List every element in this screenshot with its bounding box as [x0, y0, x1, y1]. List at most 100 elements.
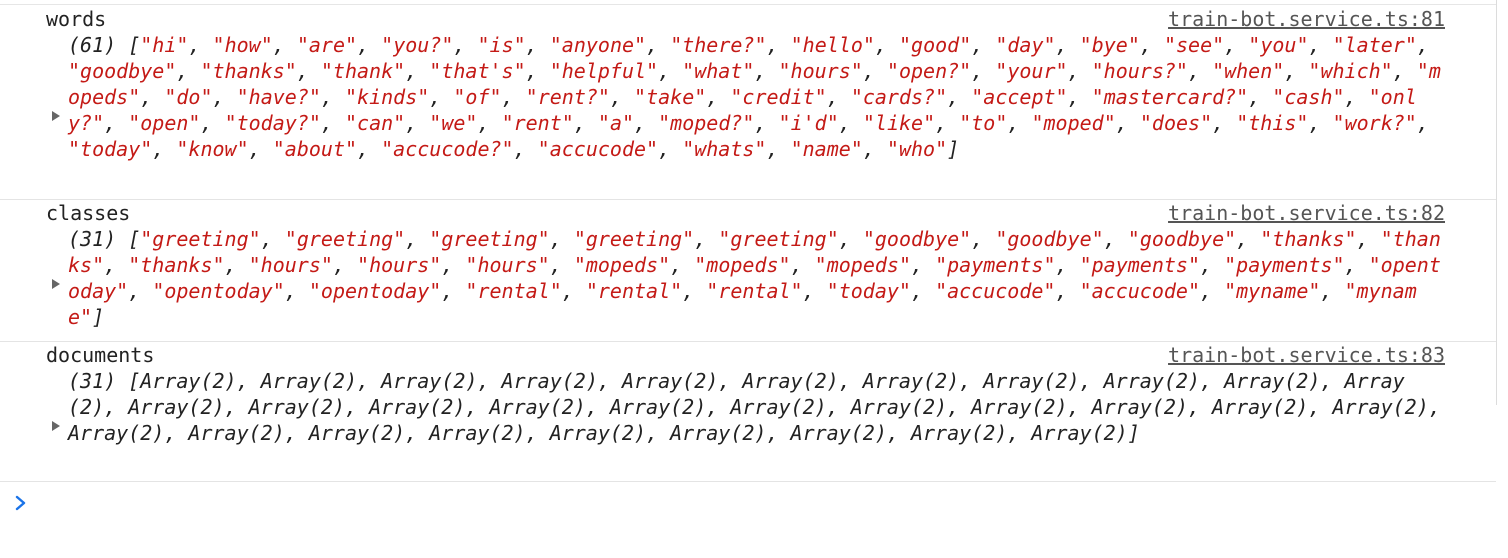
array-string-item: "goodbye" [995, 227, 1104, 251]
array-item: Array(2) [68, 369, 1405, 419]
expand-arrow-icon[interactable] [50, 110, 62, 122]
console-input[interactable] [40, 488, 1484, 516]
array-string-item: "open?" [886, 59, 972, 83]
array-string-item: "can" [344, 111, 406, 135]
array-string-item: "whats" [682, 137, 767, 161]
array-string-item: "accucode" [1079, 279, 1200, 303]
array-item: Array(2) [609, 395, 707, 419]
console-entry-classes: classes train-bot.service.ts:82 (31) ["g… [0, 200, 1496, 342]
array-string-item: "accucode" [935, 279, 1056, 303]
array-item: Array(2) [742, 369, 839, 393]
array-string-item: "credit" [730, 85, 827, 109]
array-string-item: "myname" [68, 279, 1417, 329]
array-string-item: "kinds" [345, 85, 430, 109]
array-string-item: "accucode?" [381, 137, 514, 161]
array-item: Array(2) [381, 369, 478, 393]
array-string-item: "who" [886, 137, 948, 161]
array-string-item: "hours" [357, 253, 442, 277]
array-string-item: "today?" [224, 111, 321, 135]
array-item: Array(2) [260, 369, 358, 393]
array-string-item: "a" [597, 111, 635, 135]
array-string-item: "thanks" [200, 59, 297, 83]
source-link[interactable]: train-bot.service.ts:83 [1168, 343, 1445, 367]
array-count: (31) [68, 369, 129, 393]
array-preview[interactable]: (61) ["hi", "how", "are", "you?", "is", … [68, 33, 1441, 161]
array-string-item: "about" [272, 137, 358, 161]
array-item: Array(2) [1212, 395, 1309, 419]
array-item: Array(2) [862, 369, 960, 393]
array-string-item: "when" [1212, 59, 1285, 83]
array-item: Array(2) [489, 395, 586, 419]
array-string-item: "i'd" [778, 111, 839, 135]
array-string-item: "moped" [1031, 111, 1116, 135]
array-count: (31) [68, 227, 129, 251]
array-string-item: "cards?" [850, 85, 948, 109]
array-string-item: "that's" [429, 59, 526, 83]
array-string-item: "you?" [381, 33, 454, 57]
array-string-item: "later" [1332, 33, 1417, 57]
array-string-item: "greeting" [284, 227, 406, 251]
array-string-item: "name" [790, 137, 863, 161]
array-item: Array(2) [128, 395, 225, 419]
array-string-item: "cash" [1272, 85, 1345, 109]
console-prompt[interactable] [0, 482, 1496, 522]
array-item: Array(2) [910, 421, 1008, 445]
array-string-item: "you" [1248, 33, 1309, 57]
expand-arrow-icon[interactable] [50, 420, 62, 432]
array-string-item: "see" [1163, 33, 1225, 57]
array-item: Array(2) [1103, 369, 1200, 393]
entry-label: words [46, 7, 107, 31]
array-string-item: "accucode" [537, 137, 659, 161]
array-preview[interactable]: (31) [Array(2), Array(2), Array(2), Arra… [68, 369, 1453, 445]
array-string-item: "goodbye" [1127, 227, 1237, 251]
array-string-item: "mastercard?" [1091, 85, 1249, 109]
array-string-item: "goodbye" [68, 59, 177, 83]
array-item: Array(2) [850, 395, 948, 419]
array-item: Array(2) [983, 369, 1080, 393]
array-string-item: "rental" [465, 279, 562, 303]
array-item: Array(2) [971, 395, 1068, 419]
array-string-item: "mopeds" [573, 253, 671, 277]
array-string-item: "hi" [140, 33, 189, 57]
array-string-item: "know" [176, 137, 249, 161]
array-string-item: "greeting" [140, 227, 261, 251]
array-string-item: "there?" [670, 33, 767, 57]
array-string-item: "greeting" [718, 227, 839, 251]
array-string-item: "is" [477, 33, 526, 57]
array-string-item: "thanks" [68, 227, 1441, 277]
array-string-item: "greeting" [573, 227, 695, 251]
array-string-item: "rent" [501, 111, 574, 135]
array-string-item: "we" [429, 111, 478, 135]
array-string-item: "mopeds" [694, 253, 791, 277]
array-string-item: "have?" [236, 85, 321, 109]
source-link[interactable]: train-bot.service.ts:81 [1168, 7, 1445, 31]
array-string-item: "to" [959, 111, 1008, 135]
array-string-item: "of" [453, 85, 502, 109]
array-item: Array(2) [730, 395, 827, 419]
console-entry-documents: documents train-bot.service.ts:83 (31) [… [0, 342, 1496, 482]
array-item: Array(2) [1091, 395, 1188, 419]
scroll-edge [1496, 0, 1497, 405]
array-item: Array(2) [68, 421, 165, 445]
array-string-item: "thanks" [1260, 227, 1357, 251]
array-string-item: "how" [212, 33, 273, 57]
array-item: Array(2) [369, 395, 466, 419]
array-preview[interactable]: (31) ["greeting", "greeting", "greeting"… [68, 227, 1441, 329]
source-link[interactable]: train-bot.service.ts:82 [1168, 201, 1445, 225]
array-string-item: "do" [164, 85, 213, 109]
array-string-item: "work?" [1332, 111, 1417, 135]
array-string-item: "only?" [68, 85, 1417, 135]
array-string-item: "does" [1139, 111, 1213, 135]
expand-arrow-icon[interactable] [50, 278, 62, 290]
array-string-item: "thanks" [128, 253, 225, 277]
array-count: (61) [68, 33, 129, 57]
array-open-bracket: [ [128, 33, 141, 57]
array-string-item: "hours" [248, 253, 333, 277]
array-string-item: "open" [128, 111, 201, 135]
array-string-item: "opentoday" [308, 279, 442, 303]
array-string-item: "are" [296, 33, 358, 57]
array-string-item: "hours" [778, 59, 863, 83]
array-string-item: "today" [68, 137, 153, 161]
array-string-item: "payments" [1224, 253, 1345, 277]
array-string-item: "myname" [1224, 279, 1321, 303]
